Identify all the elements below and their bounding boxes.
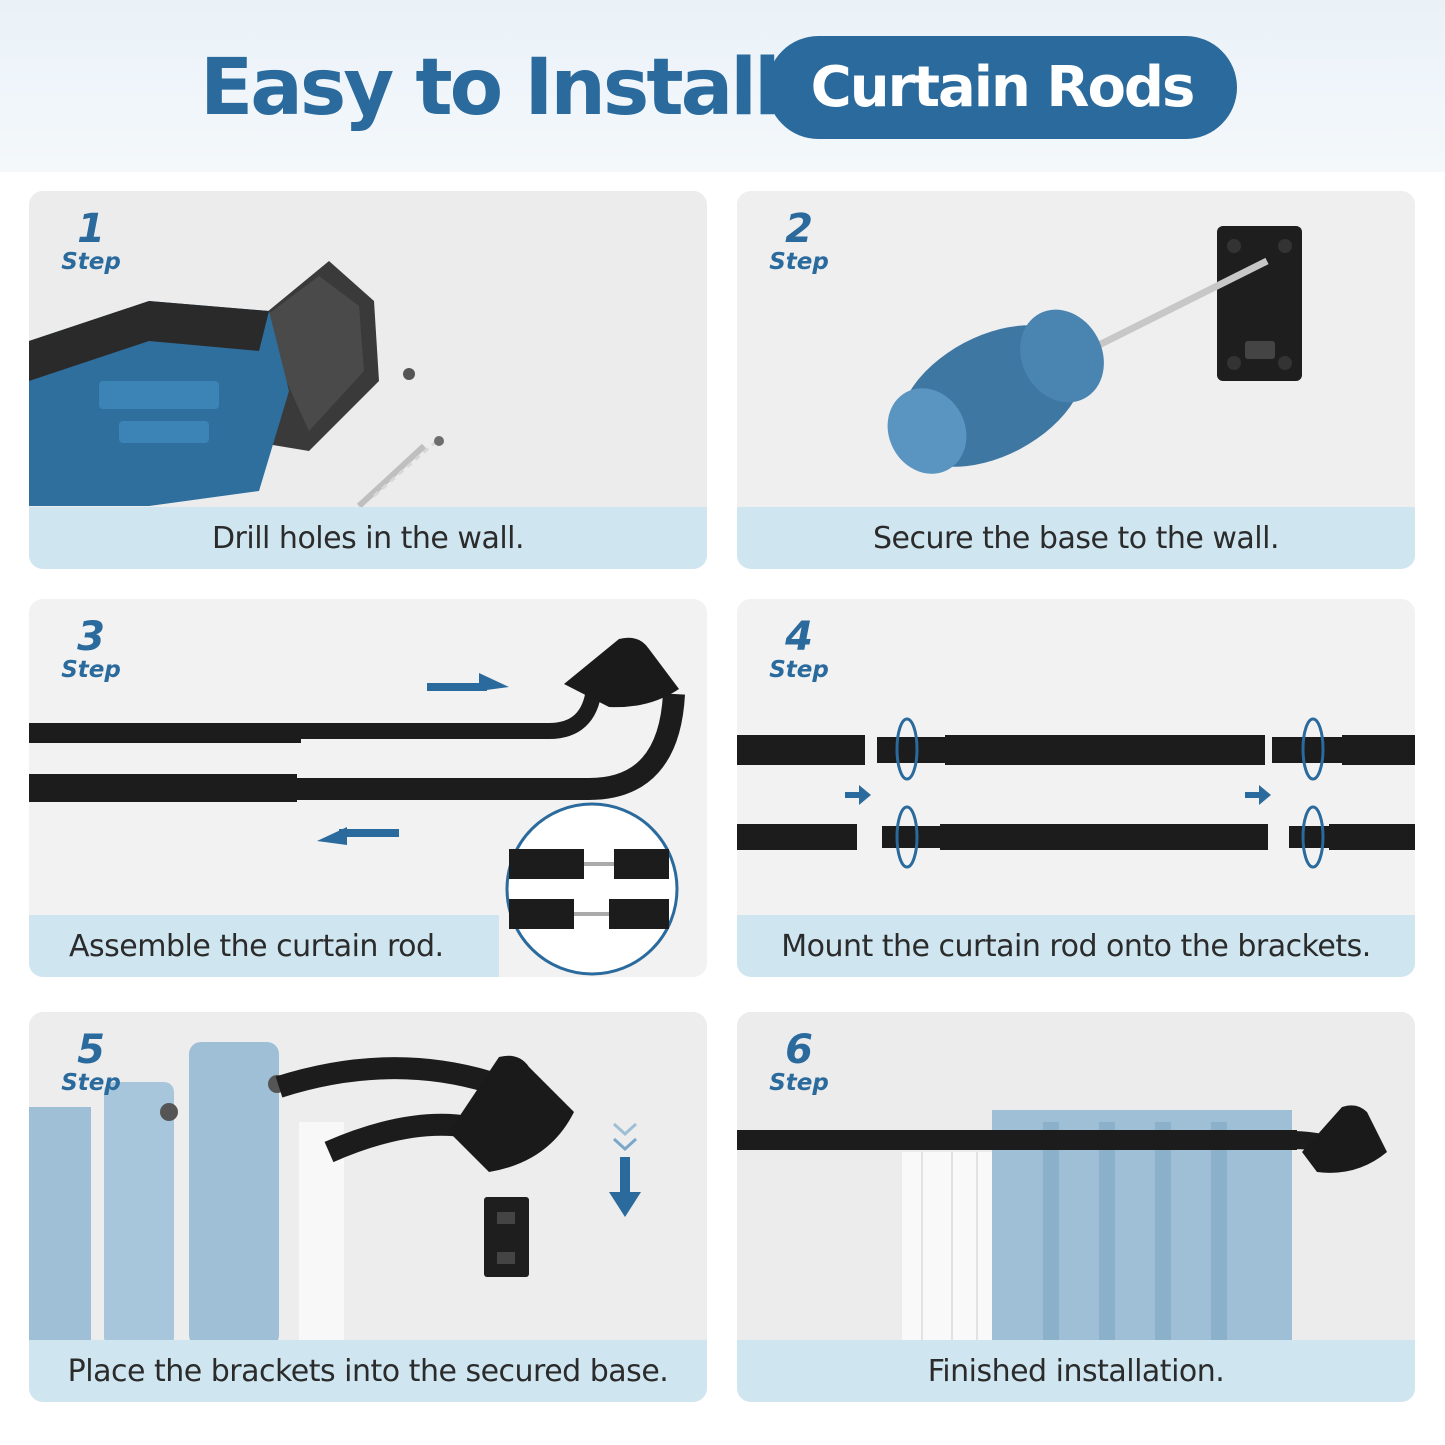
product-pill: Curtain Rods xyxy=(767,36,1237,139)
bracket-icon xyxy=(29,1012,707,1402)
curtain-icon xyxy=(737,1012,1415,1402)
screwdriver-icon xyxy=(737,191,1415,569)
product-pill-label: Curtain Rods xyxy=(810,55,1196,120)
step-5-caption: Place the brackets into the secured base… xyxy=(29,1340,707,1402)
step-4-badge: 4 Step xyxy=(769,614,829,683)
rod-twist-icon xyxy=(737,599,1415,977)
step-1-caption: Drill holes in the wall. xyxy=(29,507,707,569)
step-2-badge: 2 Step xyxy=(769,206,829,275)
step-6-badge: 6 Step xyxy=(769,1027,829,1096)
step-6-panel: 6 Step Finished installation. xyxy=(737,1012,1415,1402)
step-1-badge: 1 Step xyxy=(61,206,121,275)
step-5-panel: 5 Step Place the brackets into the secur… xyxy=(29,1012,707,1402)
step-4-panel: 4 Step Mount the curtain rod onto the br… xyxy=(737,599,1415,977)
header-banner: Easy to Install Curtain Rods xyxy=(0,0,1445,172)
step-3-panel: 3 Step Assemble the curtain rod. xyxy=(29,599,707,977)
step-4-caption: Mount the curtain rod onto the brackets. xyxy=(737,915,1415,977)
step-3-badge: 3 Step xyxy=(61,614,121,683)
rod-assembly-icon xyxy=(29,599,707,977)
step-2-panel: 2 Step Secure the base to the wall. xyxy=(737,191,1415,569)
drill-icon xyxy=(29,191,707,569)
step-2-caption: Secure the base to the wall. xyxy=(737,507,1415,569)
page-title: Easy to Install xyxy=(200,43,781,133)
step-6-caption: Finished installation. xyxy=(737,1340,1415,1402)
step-3-caption: Assemble the curtain rod. xyxy=(29,915,499,977)
step-1-panel: 1 Step Drill holes in the wall. xyxy=(29,191,707,569)
step-5-badge: 5 Step xyxy=(61,1027,121,1096)
